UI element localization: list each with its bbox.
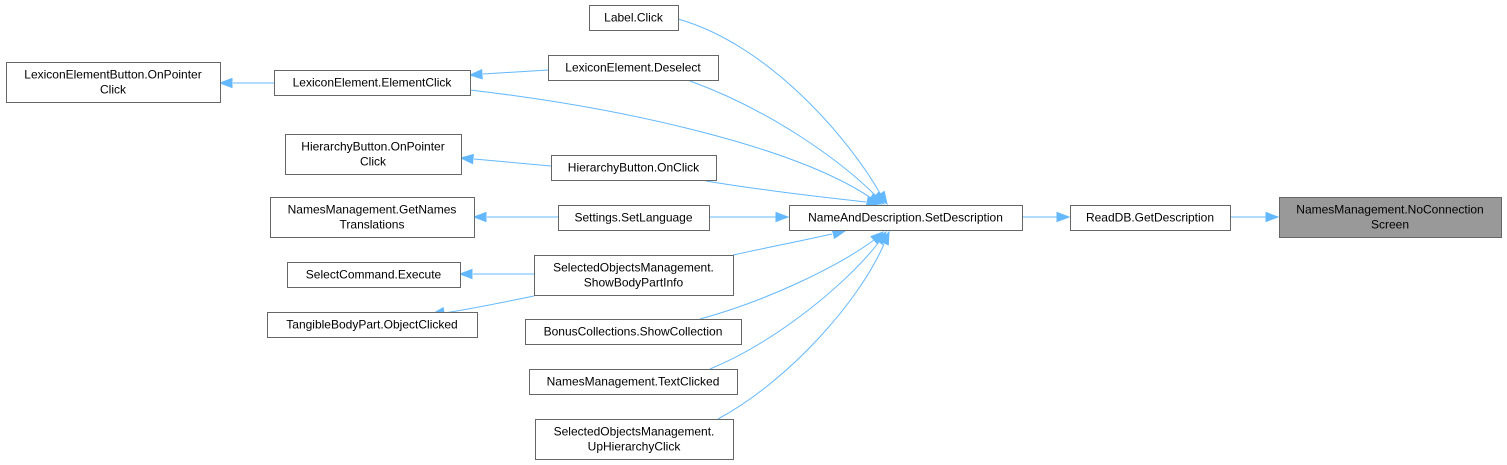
edge-hierclick-to-hierbtnptr	[459, 153, 552, 167]
node-box	[529, 369, 738, 395]
node-selcmd[interactable]: SelectCommand.Execute	[287, 262, 461, 288]
node-label-line: UpHierarchyClick	[588, 440, 682, 454]
node-label-line: Translations	[340, 218, 405, 232]
edge-showbody-to-selcmd	[458, 268, 534, 280]
node-label-line: Settings.SetLanguage	[574, 211, 692, 225]
node-uphier[interactable]: SelectedObjectsManagement.UpHierarchyCli…	[535, 419, 734, 460]
node-box	[551, 155, 717, 181]
node-box	[1279, 197, 1502, 238]
edge-showbody-to-setdesc	[732, 229, 847, 256]
node-box	[789, 205, 1023, 231]
node-label-line: SelectCommand.Execute	[306, 268, 442, 282]
edge-deselect-to-setdesc	[689, 80, 886, 206]
node-label-line: ReadDB.GetDescription	[1086, 211, 1214, 225]
arrowhead-icon	[879, 230, 890, 246]
node-box	[6, 62, 221, 103]
node-tangible[interactable]: TangibleBodyPart.ObjectClicked	[267, 312, 478, 338]
node-box	[270, 197, 475, 238]
arrowhead-icon	[1265, 211, 1280, 223]
edge-setlang-to-setdesc	[709, 211, 790, 223]
edge-line	[469, 89, 872, 199]
node-label-line: NamesManagement.TextClicked	[547, 375, 720, 389]
node-textclicked[interactable]: NamesManagement.TextClicked	[529, 369, 738, 395]
node-label-line: LexiconElement.ElementClick	[293, 76, 453, 90]
edge-hierclick-to-setdesc	[705, 180, 881, 207]
edge-line	[689, 80, 877, 197]
node-label-line: SelectedObjectsManagement.	[554, 425, 715, 439]
edge-line	[473, 158, 552, 167]
node-box	[534, 255, 734, 296]
node-label-line: NamesManagement.GetNames	[288, 203, 457, 217]
node-elemclick[interactable]: LexiconElement.ElementClick	[274, 70, 471, 96]
arrowhead-icon	[775, 211, 790, 223]
node-label-line: Click	[100, 83, 127, 97]
edge-elemclick-to-setdesc	[469, 89, 883, 205]
edge-setlang-to-getnames	[472, 211, 558, 223]
node-label-line: NameAndDescription.SetDescription	[808, 211, 1003, 225]
node-box	[287, 262, 461, 288]
node-label-line: HierarchyButton.OnPointer	[301, 140, 444, 154]
edge-deselect-to-elemclick	[468, 69, 549, 80]
node-label-line: Click	[360, 155, 387, 169]
edge-line	[717, 243, 885, 420]
node-setdesc[interactable]: NameAndDescription.SetDescription	[789, 205, 1023, 231]
node-label-line: ShowBodyPartInfo	[584, 276, 684, 290]
edge-uphier-to-setdesc	[717, 230, 890, 420]
node-bonus[interactable]: BonusCollections.ShowCollection	[525, 319, 742, 345]
edge-setdesc-to-readdb	[1022, 211, 1071, 223]
node-box	[548, 55, 719, 81]
node-box	[1070, 205, 1231, 231]
node-label-line: Label.Click	[604, 11, 664, 25]
node-label-line: Screen	[1371, 218, 1409, 232]
arrowhead-icon	[1056, 211, 1071, 223]
edge-line	[443, 295, 535, 314]
node-readdb[interactable]: ReadDB.GetDescription	[1070, 205, 1231, 231]
node-box	[274, 70, 471, 96]
node-label-line: HierarchyButton.OnClick	[568, 161, 700, 175]
arrowhead-icon	[458, 268, 473, 280]
arrowhead-icon	[468, 69, 483, 80]
node-label-line: LexiconElement.Deselect	[565, 61, 701, 75]
arrowhead-icon	[459, 153, 474, 165]
node-label-line: SelectedObjectsManagement.	[553, 261, 714, 275]
node-box	[285, 134, 462, 175]
node-box	[267, 312, 478, 338]
edges-layer	[218, 18, 1280, 420]
edge-line	[709, 241, 880, 370]
node-label-line: LexiconElementButton.OnPointer	[24, 68, 201, 82]
node-setlang[interactable]: Settings.SetLanguage	[558, 205, 710, 231]
arrowhead-icon	[218, 77, 233, 89]
edge-line	[699, 239, 875, 320]
edge-line	[482, 69, 549, 75]
node-box	[535, 419, 734, 460]
node-showbody[interactable]: SelectedObjectsManagement.ShowBodyPartIn…	[534, 255, 734, 296]
node-box	[525, 319, 742, 345]
node-label-line: TangibleBodyPart.ObjectClicked	[286, 318, 457, 332]
edge-line	[705, 180, 867, 203]
node-labelclick[interactable]: Label.Click	[589, 5, 679, 31]
node-hierclick[interactable]: HierarchyButton.OnClick	[551, 155, 717, 181]
arrowhead-icon	[472, 211, 487, 223]
edge-line	[732, 233, 833, 256]
edge-textclicked-to-setdesc	[709, 230, 887, 370]
node-deselect[interactable]: LexiconElement.Deselect	[548, 55, 719, 81]
edge-readdb-to-noconn	[1230, 211, 1280, 223]
node-box	[589, 5, 679, 31]
node-box	[558, 205, 710, 231]
node-label-line: BonusCollections.ShowCollection	[544, 325, 723, 339]
edge-elemclick-to-lexbtn	[218, 77, 274, 89]
node-label-line: NamesManagement.NoConnection	[1296, 203, 1483, 217]
edge-line	[677, 18, 882, 196]
